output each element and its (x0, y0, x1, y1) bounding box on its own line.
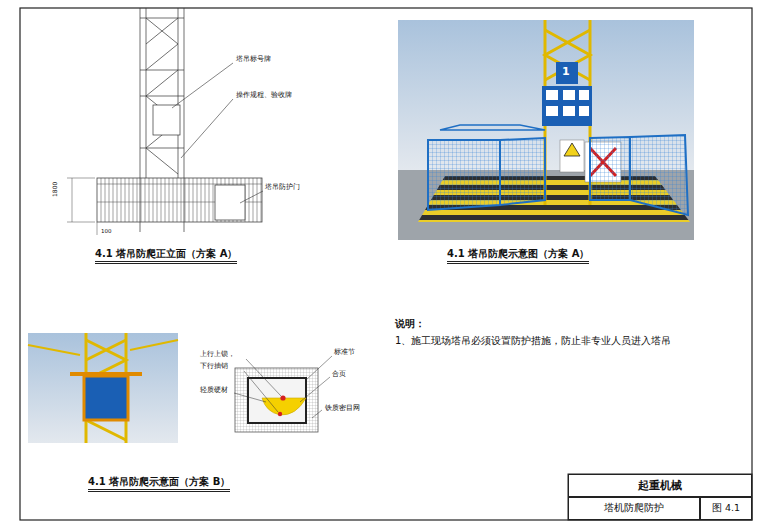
part-label: 下行抽销 (200, 362, 228, 370)
title-block-cell: 起重机械 (568, 474, 752, 497)
title-block-cell: 塔机防爬防护 (568, 497, 700, 520)
part-label: 标准节 (334, 348, 355, 356)
part-label: 上行上锁， (200, 350, 235, 358)
title-block-cell: 图 4.1 (700, 497, 752, 520)
render-plan-a (398, 20, 694, 240)
title-text: 起重机械 (638, 478, 682, 493)
render-plan-b (28, 333, 178, 443)
part-label: 合页 (332, 370, 346, 378)
sheet-border (20, 8, 752, 520)
part-label: 铁质密目网 (325, 404, 360, 412)
part-label: 操作规程、验收牌 (236, 92, 292, 99)
sign-number: 1 (562, 66, 570, 79)
fence-elevation (67, 178, 262, 235)
part-label: 轻质硬材 (200, 386, 228, 394)
dimension-label: 1800 (52, 182, 59, 197)
title-block (568, 474, 752, 520)
title-text: 图 4.1 (712, 502, 740, 515)
title-text: 塔机防爬防护 (604, 502, 664, 515)
leader-lines (172, 63, 263, 203)
note-heading: 说明： (395, 318, 425, 330)
figure-caption: 4.1 塔吊防爬示意图（方案 A） (447, 248, 589, 264)
part-label: 塔吊标号牌 (236, 56, 271, 63)
figure-caption: 4.1 塔吊防爬正立面（方案 A） (95, 248, 237, 264)
plan-b-section (234, 356, 332, 432)
dimension-label: 100 (101, 228, 112, 234)
note-text: 1、施工现场塔吊必须设置防护措施，防止非专业人员进入塔吊 (395, 335, 671, 347)
part-label: 塔吊防护门 (265, 184, 300, 191)
tower-elevation (140, 8, 184, 232)
figure-caption: 4.1 塔吊防爬示意面（方案 B） (88, 476, 230, 492)
